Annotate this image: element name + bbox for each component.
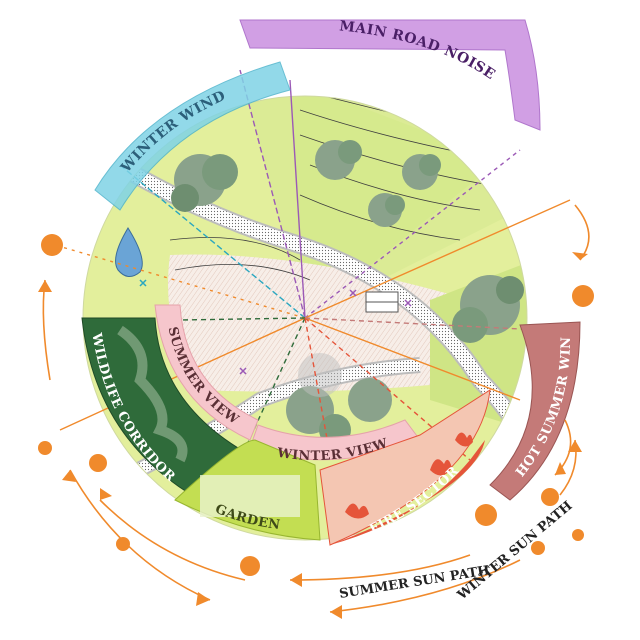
flame-icon	[345, 432, 473, 519]
winter-wind-band	[94, 61, 291, 211]
sun-icon	[38, 234, 594, 576]
water-drop-icon	[115, 227, 143, 277]
marker-icon	[139, 279, 412, 375]
arrow-icon	[38, 252, 588, 619]
house-icon	[365, 291, 399, 313]
summer-view-band	[154, 304, 259, 441]
hot-wind-band	[489, 321, 581, 501]
tree-icon	[452, 275, 524, 343]
tree-icon	[315, 140, 362, 180]
tree-icon	[402, 154, 441, 190]
tree-icon	[171, 154, 238, 212]
road-noise-band	[239, 19, 541, 131]
winter-sun-path-label: WINTER SUN PATH	[454, 499, 575, 604]
tree-icon	[368, 193, 405, 227]
